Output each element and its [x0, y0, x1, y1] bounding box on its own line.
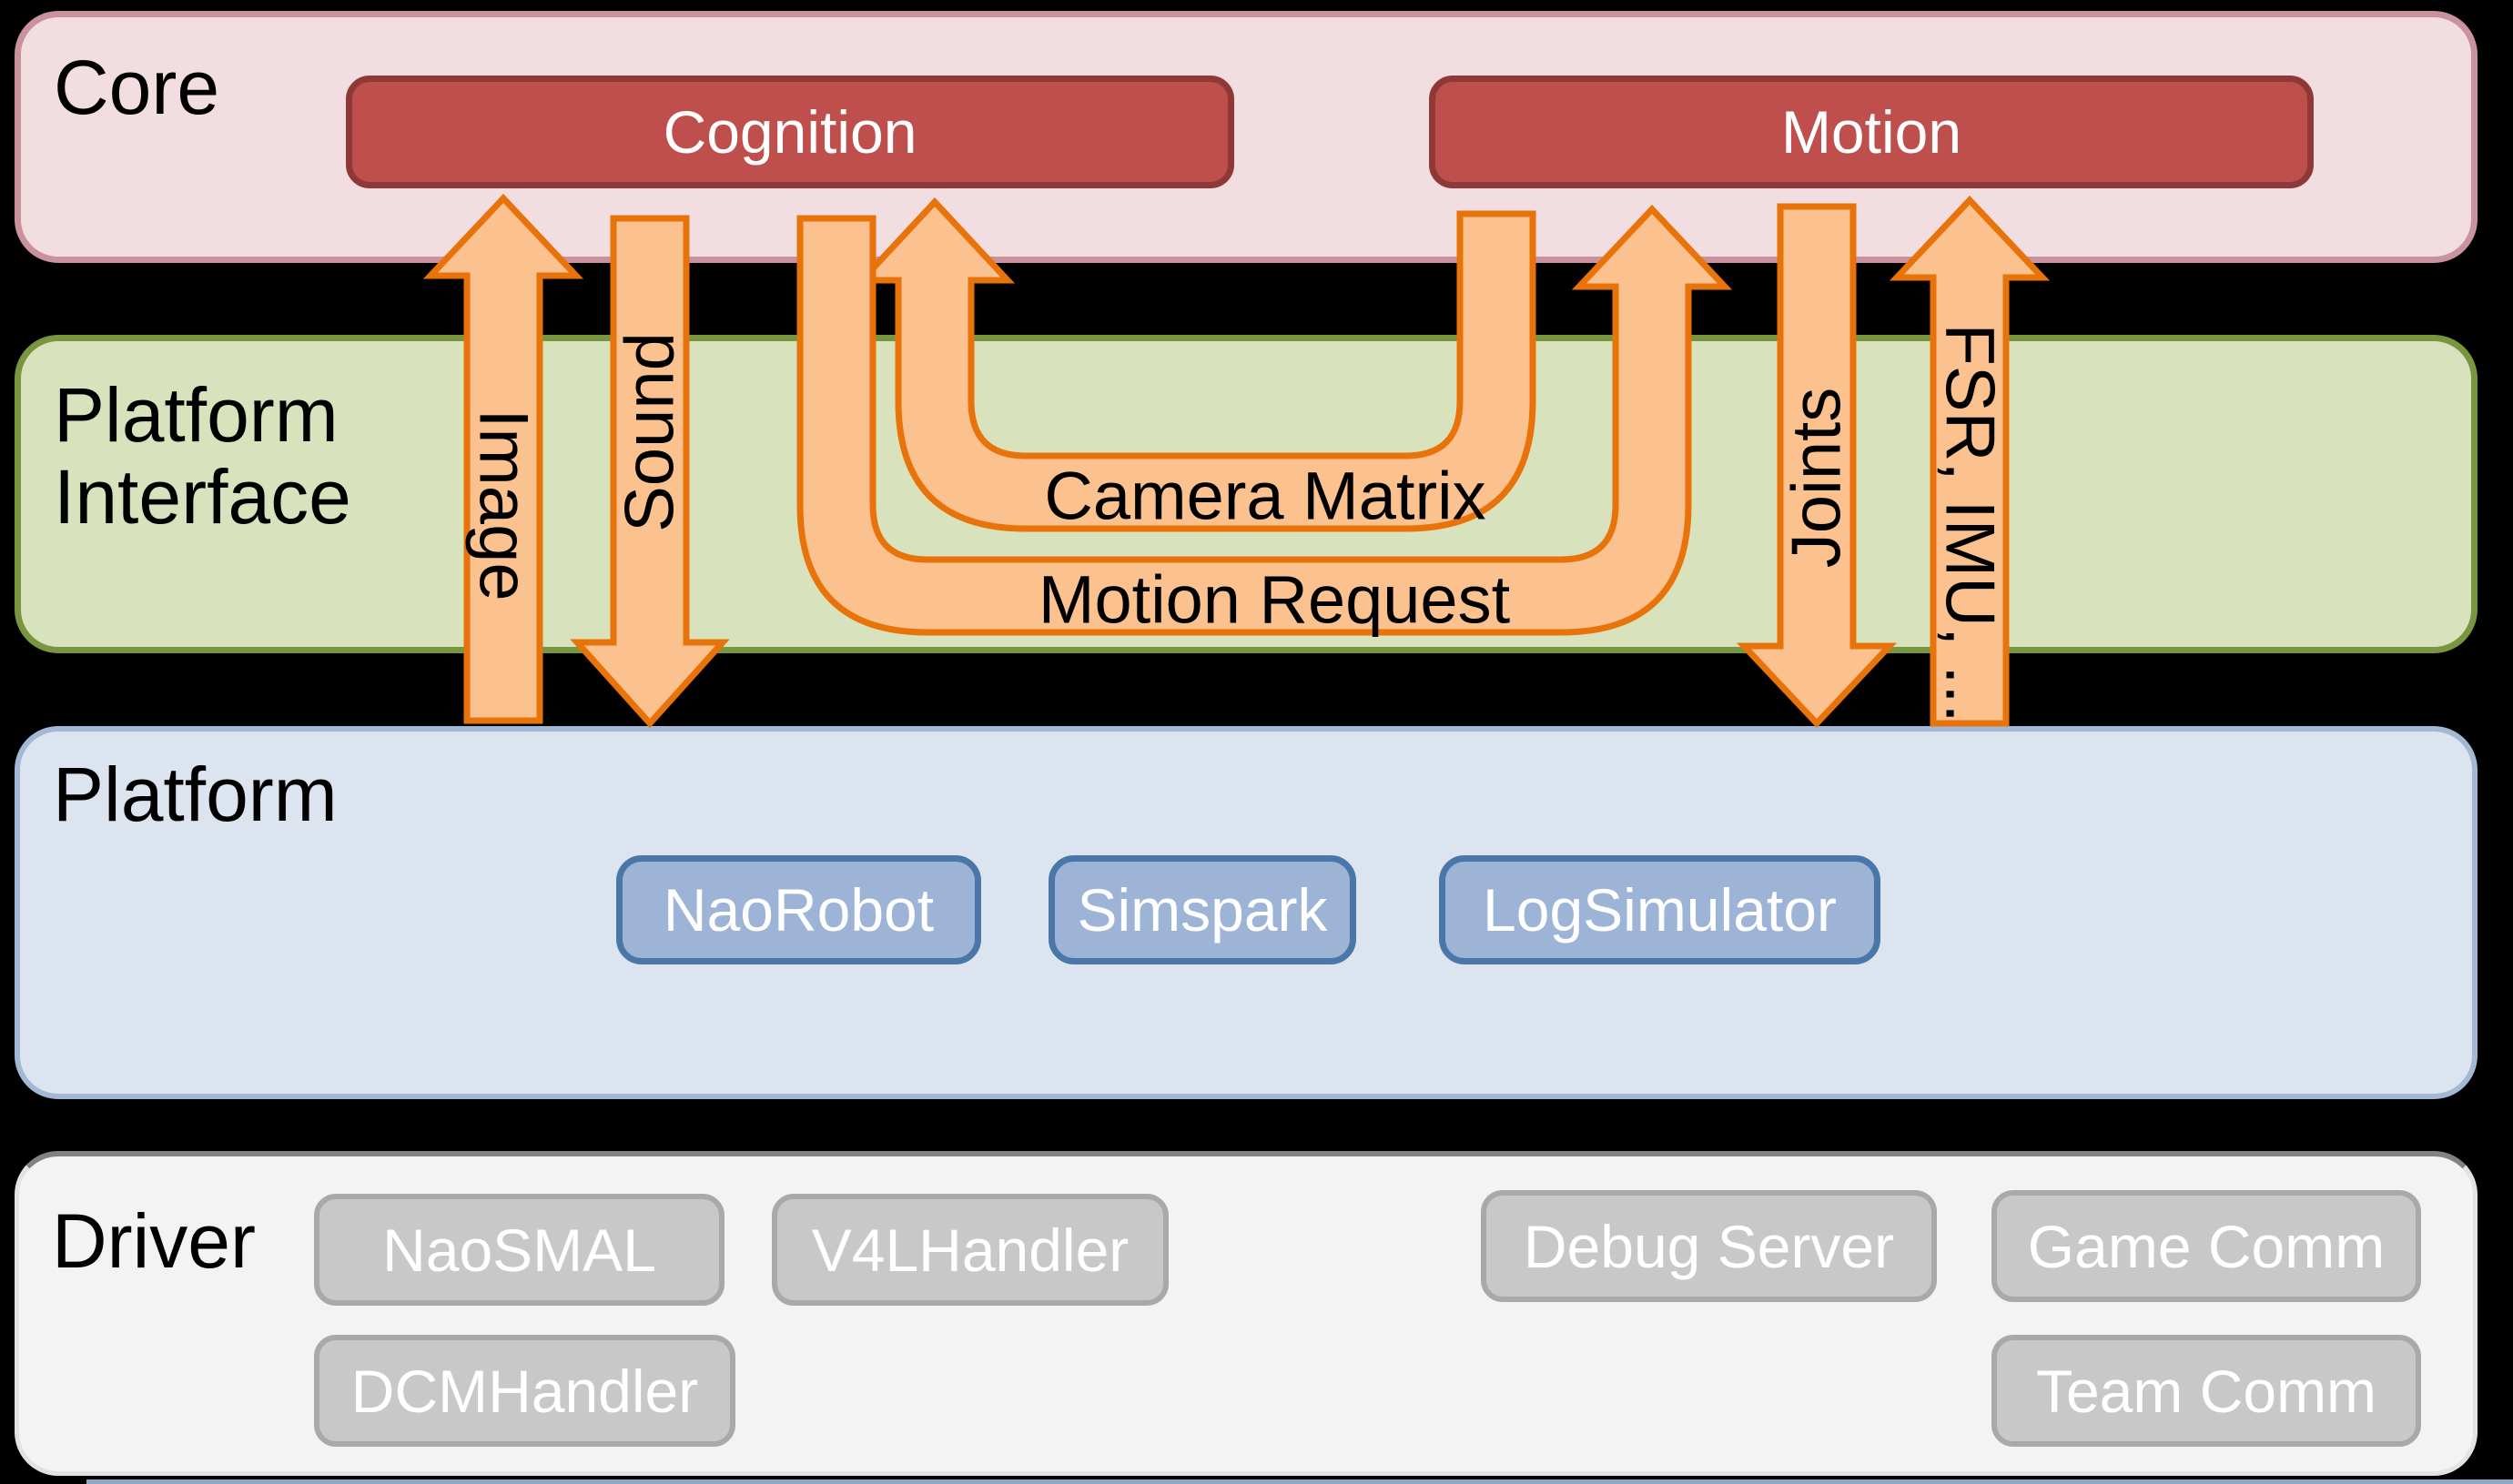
cognition-box-label: Cognition — [663, 98, 917, 166]
logsimulator-box: LogSimulator — [1439, 855, 1880, 964]
sound-arrow-label: Sound — [611, 332, 689, 532]
team-comm-box-label: Team Comm — [2035, 1357, 2377, 1425]
joints-arrow — [1736, 203, 1898, 729]
joints-arrow-label: Joints — [1778, 387, 1856, 569]
platform-interface-label-line1: Platform — [54, 372, 339, 458]
platform-interface-label-line2: Interface — [54, 454, 351, 540]
dcmhandler-box: DCMHandler — [314, 1335, 735, 1447]
simspark-box-label: Simspark — [1077, 876, 1328, 944]
naorobot-box: NaoRobot — [616, 855, 981, 964]
layer-platform-interface-label: Platform Interface — [54, 374, 351, 538]
naorobot-box-label: NaoRobot — [663, 876, 935, 944]
fsr-imu-arrow — [1889, 195, 2051, 727]
layer-driver-label: Driver — [52, 1198, 256, 1284]
debug-server-box: Debug Server — [1481, 1190, 1937, 1302]
image-arrow-label: Image — [464, 409, 542, 601]
motion-box-label: Motion — [1780, 98, 1962, 166]
motion-request-arrow-label: Motion Request — [1038, 561, 1511, 638]
motion-request-arrow — [796, 204, 1733, 636]
game-comm-box-label: Game Comm — [2027, 1212, 2386, 1280]
dcmhandler-box-label: DCMHandler — [350, 1357, 699, 1425]
layer-core-label: Core — [54, 45, 220, 130]
team-comm-box: Team Comm — [1991, 1335, 2421, 1447]
sound-arrow — [570, 215, 730, 729]
bottom-band-sliver — [86, 1479, 2513, 1484]
image-arrow — [422, 193, 584, 724]
simspark-box: Simspark — [1049, 855, 1356, 964]
cognition-box: Cognition — [346, 76, 1234, 188]
debug-server-box-label: Debug Server — [1523, 1212, 1895, 1280]
camera-matrix-arrow-label: Camera Matrix — [1044, 458, 1486, 534]
v4lhandler-box: V4LHandler — [772, 1194, 1169, 1306]
naosmal-box: NaoSMAL — [314, 1194, 725, 1306]
game-comm-box: Game Comm — [1991, 1190, 2421, 1302]
logsimulator-box-label: LogSimulator — [1483, 876, 1837, 944]
layer-platform-label: Platform — [53, 752, 338, 837]
fsr-imu-arrow-label: FSR, IMU, ... — [1930, 323, 2009, 723]
v4lhandler-box-label: V4LHandler — [811, 1216, 1130, 1284]
camera-matrix-arrow — [854, 197, 1536, 532]
naosmal-box-label: NaoSMAL — [382, 1216, 656, 1284]
motion-box: Motion — [1429, 76, 2314, 188]
